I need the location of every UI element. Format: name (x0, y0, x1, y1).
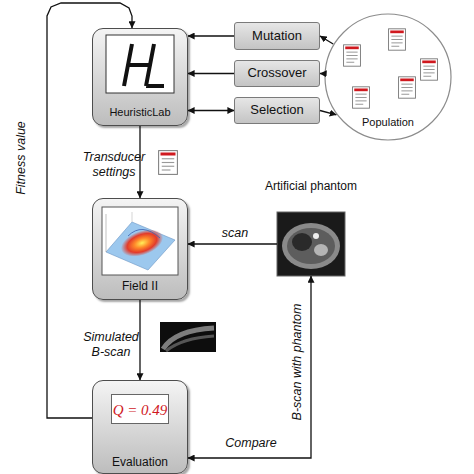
edge-label: Fitness value (14, 103, 30, 213)
phantom-box: Artificial phantom (277, 212, 345, 276)
bscan-echo (166, 336, 214, 351)
bscan-frame (160, 322, 216, 352)
phantom-body (282, 223, 340, 269)
phantom-spot (313, 233, 319, 239)
edge-label: B-scan with phantom (290, 287, 306, 437)
connector-arrow (188, 73, 234, 74)
process-box: HeuristicLab (92, 28, 188, 126)
node-label: Crossover (235, 66, 319, 81)
connector-arrow (320, 111, 336, 115)
logo-mark (124, 44, 164, 86)
edge-label: Transducer settings (76, 150, 152, 180)
phantom-organ (314, 244, 328, 256)
phantom-image (277, 212, 345, 276)
process-box: Q = 0.49Evaluation (92, 380, 188, 474)
process-box: Field II (92, 198, 188, 300)
document-icon (353, 87, 370, 108)
connector-arrow (320, 36, 333, 44)
annotation-label: Compare (218, 436, 284, 451)
node-label: HeuristicLab (93, 106, 187, 119)
bscan-image (160, 322, 216, 352)
document-icon (389, 29, 406, 50)
plot-frame (102, 207, 178, 275)
population-circle: Population (324, 13, 452, 141)
node-label: Artificial phantom (261, 180, 361, 194)
circle-outline (325, 14, 451, 140)
connector-arrow (188, 276, 311, 458)
edge-label: Simulated B-scan (80, 330, 142, 360)
document-icon (399, 77, 416, 98)
connector-arrow (188, 35, 234, 36)
field-plot (102, 207, 178, 275)
node-label: Selection (235, 103, 319, 118)
operator-box: Selection (234, 97, 320, 124)
phantom-cavity (292, 233, 312, 251)
connector-arrow (188, 243, 277, 244)
node-label: Field II (93, 280, 187, 294)
heuristiclab-logo (106, 35, 174, 93)
quality-value: Q = 0.49 (111, 394, 169, 424)
phantom-tissue (287, 228, 335, 264)
connector-arrow (320, 73, 324, 75)
plot-field (117, 224, 167, 262)
bscan-echo (163, 328, 214, 349)
node-label: Evaluation (93, 456, 187, 470)
document-icon (159, 151, 178, 175)
plot-contour (128, 229, 160, 238)
connector-arrow (188, 110, 234, 111)
plot-axis (106, 214, 107, 252)
node-label: Population (324, 116, 452, 129)
operator-box: Crossover (234, 60, 320, 87)
plot-axis (132, 212, 133, 222)
operator-box: Mutation (234, 22, 320, 50)
node-label: Mutation (235, 29, 319, 44)
document-icon (421, 59, 438, 80)
plot-surface (106, 222, 175, 270)
population-documents (344, 29, 438, 108)
phantom-frame (277, 212, 345, 276)
connector-arrow (139, 300, 140, 380)
edge-label: scan (210, 226, 260, 241)
document-icon (344, 45, 361, 66)
logo-frame (106, 35, 174, 93)
